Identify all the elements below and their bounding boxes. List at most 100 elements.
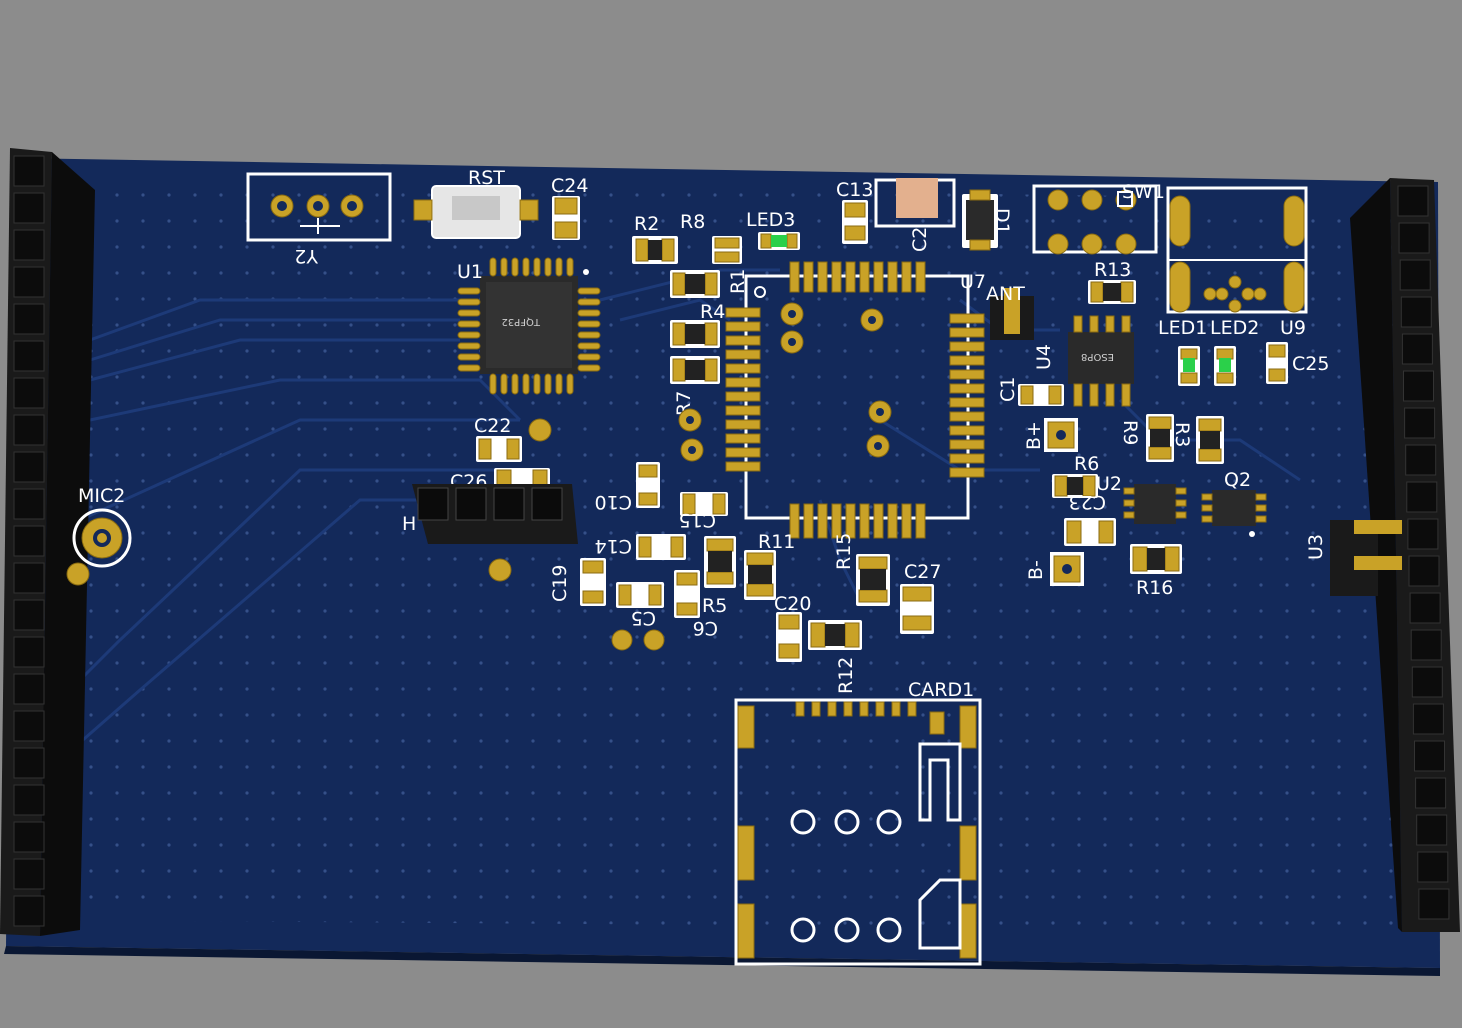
module-pin [789,503,800,539]
right-header-pins [1397,185,1450,920]
module-pin [859,503,870,539]
header-pin [13,710,45,742]
left-header-pins [13,155,45,927]
module-pin [949,341,985,352]
ic-pin [1073,383,1083,407]
module-pin [725,433,761,444]
u7-label: U7 [960,271,986,293]
ic-pin [500,257,508,277]
header-pin [13,599,45,631]
ic-pin [566,257,574,277]
u3-header: U3 [1305,520,1402,596]
ic-pin [544,257,552,277]
header-pin [13,229,45,261]
u9-usb-connector[interactable]: U9 [1166,186,1308,339]
ic-pin [511,257,519,277]
rst-button[interactable]: RST [413,167,539,239]
c6-capacitor: C6 [674,570,718,639]
ic-pin [555,373,563,395]
header-pin [1415,777,1447,809]
module-pin [725,447,761,458]
r11-label: R11 [758,531,795,553]
c14-capacitor: C14 [595,534,686,560]
led2: LED2 [1210,317,1259,386]
c23-capacitor: C23 [1064,491,1116,546]
y2-crystal: Y2 [246,172,392,267]
r11-resistor: R11 [744,531,795,600]
module-pin [725,363,761,374]
ic-pin [577,320,601,328]
header-pin [1418,888,1450,920]
c6-label: C6 [693,617,718,639]
header-pin [13,673,45,705]
r15-resistor: R15 [833,533,890,606]
mic2: MIC2 [66,485,132,586]
led1: LED1 [1158,317,1207,386]
module-pin [949,355,985,366]
module-pin [803,503,814,539]
led2-label: LED2 [1210,317,1259,339]
module-pin [817,261,828,293]
c24-capacitor: C24 [551,175,588,240]
c19-capacitor: C19 [549,558,606,606]
r13-label: R13 [1094,259,1131,281]
ic-pin [1123,499,1135,507]
q2-label: Q2 [1224,469,1251,491]
c25-label: C25 [1292,353,1329,375]
r12-resistor: R12 [808,620,862,694]
ic-pin [577,364,601,372]
header-pin [1397,185,1429,217]
u4-chip-mark: ESOP8 [1081,351,1114,362]
r7-resistor: R7 [670,356,720,416]
module-pin [725,321,761,332]
u1-chip-mark: TQFP32 [502,316,542,327]
ic-pin [522,373,530,395]
c2-capacitor: C2 [874,178,956,252]
c1-capacitor: C1 [997,377,1064,406]
c15-capacitor: C15 [679,492,728,531]
u1-label: U1 [457,261,483,283]
ic-pin [1105,383,1115,407]
header-pin [1407,518,1439,550]
module-pin [901,261,912,293]
c27-label: C27 [904,561,941,583]
c13-capacitor: C13 [836,179,873,244]
d1-label: D1 [991,208,1013,235]
ic-pin [1089,315,1099,333]
u4-label: U4 [1033,344,1055,370]
module-pin [873,261,884,293]
card1-sd-slot[interactable]: CARD1 [734,679,982,966]
b-plus-pad: B+ [1023,418,1078,452]
ic-pin [489,373,497,395]
header-pin [1416,814,1448,846]
u3-label: U3 [1305,534,1327,560]
module-pin [845,503,856,539]
c14-label: C14 [595,535,632,557]
ic-pin [577,342,601,350]
card1-label: CARD1 [908,679,974,701]
r1-resistor: R1 [670,269,749,298]
sw1-switch[interactable]: SW1 [1032,181,1165,255]
y2-label: Y2 [294,245,319,267]
header-pin [13,451,45,483]
module-pin [901,503,912,539]
module-pin [949,411,985,422]
b-plus-label: B+ [1023,421,1045,450]
c15-label: C15 [679,509,716,531]
u1-mcu: TQFP32 U1 [457,261,589,374]
r16-label: R16 [1136,577,1173,599]
header-pin [13,525,45,557]
ic-pin [1073,315,1083,333]
led1-label: LED1 [1158,317,1207,339]
ic-pin [457,287,481,295]
ic-pin [533,373,541,395]
module-pin [725,461,761,472]
ic-pin [1121,315,1131,333]
led3-label: LED3 [746,209,795,231]
header-pin [13,377,45,409]
module-pin [831,503,842,539]
r12-label: R12 [835,657,857,694]
module-pin [915,503,926,539]
module-pin [803,261,814,293]
u4-pins [1073,315,1131,407]
